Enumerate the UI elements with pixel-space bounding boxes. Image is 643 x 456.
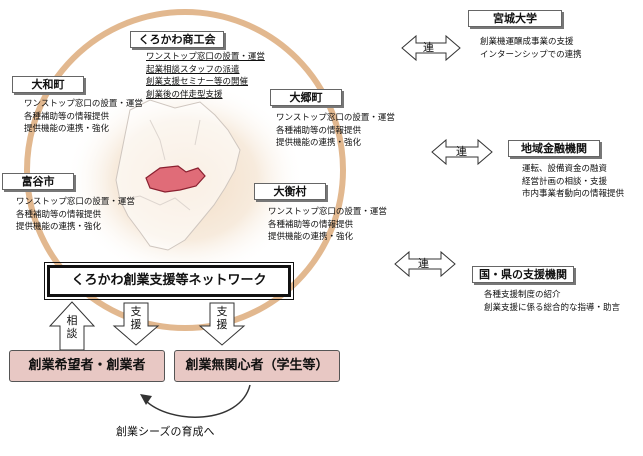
- support-arrow-1: [112, 302, 160, 346]
- muni-tomiya-title: 富谷市: [2, 173, 74, 190]
- partner-bank-title: 地域金融機関: [508, 140, 600, 157]
- muni-ohira-title: 大衡村: [254, 183, 326, 200]
- caption-curve-arrow: [144, 384, 251, 418]
- muni-item: 各種補助等の情報提供: [16, 209, 102, 220]
- link-label-2: 連: [456, 145, 467, 158]
- support-arrow-2: [198, 302, 246, 346]
- muni-item: ワンストップ窓口の設置・運営: [276, 113, 395, 123]
- muni-item: 各種補助等の情報提供: [24, 111, 110, 122]
- muni-item: 提供機能の連携・強化: [16, 222, 102, 232]
- partner-item: 経営計画の相談・支援: [522, 176, 608, 187]
- target-uninterested: 創業無関心者（学生等）: [174, 350, 340, 382]
- muni-tomiya-items: ワンストップ窓口の設置・運営 各種補助等の情報提供 提供機能の連携・強化: [16, 196, 135, 234]
- partner-item: 市内事業者動向の情報提供: [522, 189, 625, 199]
- consult-arrow: [48, 301, 96, 351]
- kurokawa-area: [145, 165, 206, 193]
- muni-item: ワンストップ窓口の設置・運営: [16, 197, 135, 207]
- network-ring: [24, 9, 346, 331]
- target-aspirants: 創業希望者・創業者: [9, 350, 165, 382]
- muni-item: 提供機能の連携・強化: [24, 124, 110, 134]
- center-item: 創業後の伴走型支援: [146, 89, 223, 100]
- link-arrow-3: [394, 250, 456, 278]
- link-arrow-2: [431, 138, 493, 166]
- muni-yamato-title: 大和町: [12, 76, 84, 93]
- muni-osato-title: 大郷町: [270, 89, 342, 106]
- consult-label: 相談: [66, 314, 78, 340]
- muni-ohira-items: ワンストップ窓口の設置・運営 各種補助等の情報提供 提供機能の連携・強化: [268, 206, 387, 244]
- caption: 創業シーズの育成へ: [116, 425, 215, 438]
- link-label-1: 連: [423, 41, 434, 54]
- muni-item: ワンストップ窓口の設置・運営: [24, 99, 143, 109]
- partner-item: 創業機運醸成事業の支援: [480, 37, 574, 47]
- muni-item: 提供機能の連携・強化: [268, 232, 354, 242]
- muni-yamato-items: ワンストップ窓口の設置・運営 各種補助等の情報提供 提供機能の連携・強化: [24, 98, 143, 136]
- region-map-detail: [119, 119, 201, 211]
- center-org-title: くろかわ商工会: [130, 31, 224, 48]
- center-item: 起業相談スタッフの派遣: [146, 64, 240, 75]
- caption-curve-arrowhead: [140, 394, 152, 405]
- muni-item: 各種補助等の情報提供: [276, 125, 362, 136]
- partner-item: 創業支援に係る総合的な指導・助言: [484, 302, 621, 313]
- partner-item: インターンシップでの連携: [480, 49, 582, 60]
- network-box: くろかわ創業支援等ネットワーク: [44, 262, 294, 300]
- support-label-2: 支援: [216, 305, 228, 331]
- link-arrow-1: [401, 34, 461, 62]
- link-label-3: 連: [418, 257, 429, 270]
- muni-item: ワンストップ窓口の設置・運営: [268, 207, 387, 217]
- partner-item: 各種支援制度の紹介: [484, 290, 561, 300]
- partner-item: 運転、設備資金の融資: [522, 164, 608, 174]
- partner-gov-title: 国・県の支援機関: [472, 266, 574, 283]
- center-item: ワンストップ窓口の設置・運営: [146, 52, 265, 62]
- muni-item: 提供機能の連携・強化: [276, 138, 362, 148]
- partner-miyagi-univ-title: 宮城大学: [468, 10, 562, 27]
- partner-miyagi-univ-items: 創業機運醸成事業の支援 インターンシップでの連携: [480, 36, 582, 61]
- muni-item: 各種補助等の情報提供: [268, 219, 354, 230]
- partner-gov-items: 各種支援制度の紹介 創業支援に係る総合的な指導・助言: [484, 289, 620, 314]
- muni-osato-items: ワンストップ窓口の設置・運営 各種補助等の情報提供 提供機能の連携・強化: [276, 112, 395, 150]
- center-org-items: ワンストップ窓口の設置・運営 起業相談スタッフの派遣 創業支援セミナー等の開催 …: [146, 51, 265, 101]
- center-item: 創業支援セミナー等の開催: [146, 77, 249, 87]
- partner-bank-items: 運転、設備資金の融資 経営計画の相談・支援 市内事業者動向の情報提供: [522, 163, 624, 201]
- support-label-1: 支援: [130, 305, 142, 331]
